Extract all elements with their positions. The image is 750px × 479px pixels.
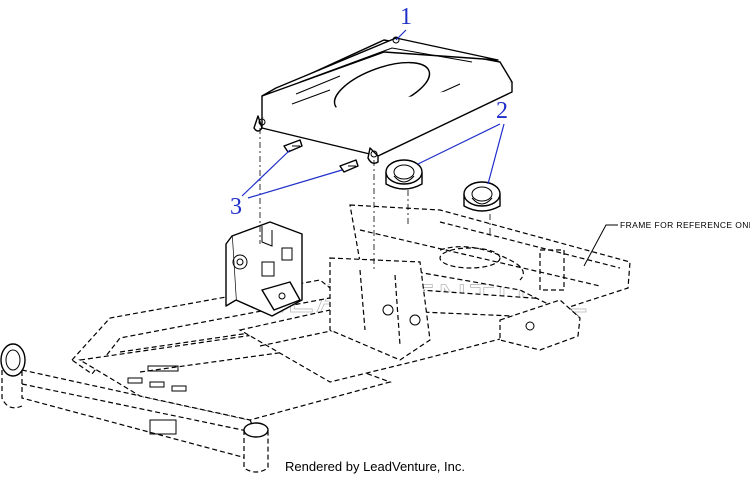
control-bracket	[225, 221, 303, 317]
frame-note-text: FRAME FOR REFERENCE ONLY	[620, 220, 750, 230]
callout-3-label: 3	[230, 194, 242, 220]
frame-note: FRAME FOR REFERENCE ONLY	[583, 220, 750, 267]
pivot-bushing-left	[385, 159, 423, 190]
right-post-cap	[243, 422, 269, 438]
front-tube-end-cap	[0, 343, 26, 377]
seat-pan	[253, 36, 513, 165]
callout-3: 3	[230, 149, 343, 220]
bolt-left	[283, 139, 303, 153]
pivot-bushing-right	[463, 181, 501, 212]
bolt-right	[339, 159, 359, 173]
frame-reference	[0, 204, 631, 473]
callout-1: 1	[395, 4, 412, 41]
footer-credit: Rendered by LeadVenture, Inc.	[285, 459, 465, 474]
callout-2: 2	[417, 98, 508, 185]
alignment-centerlines	[259, 128, 491, 270]
callout-1-label: 1	[400, 4, 412, 30]
callout-2-label: 2	[496, 98, 508, 124]
